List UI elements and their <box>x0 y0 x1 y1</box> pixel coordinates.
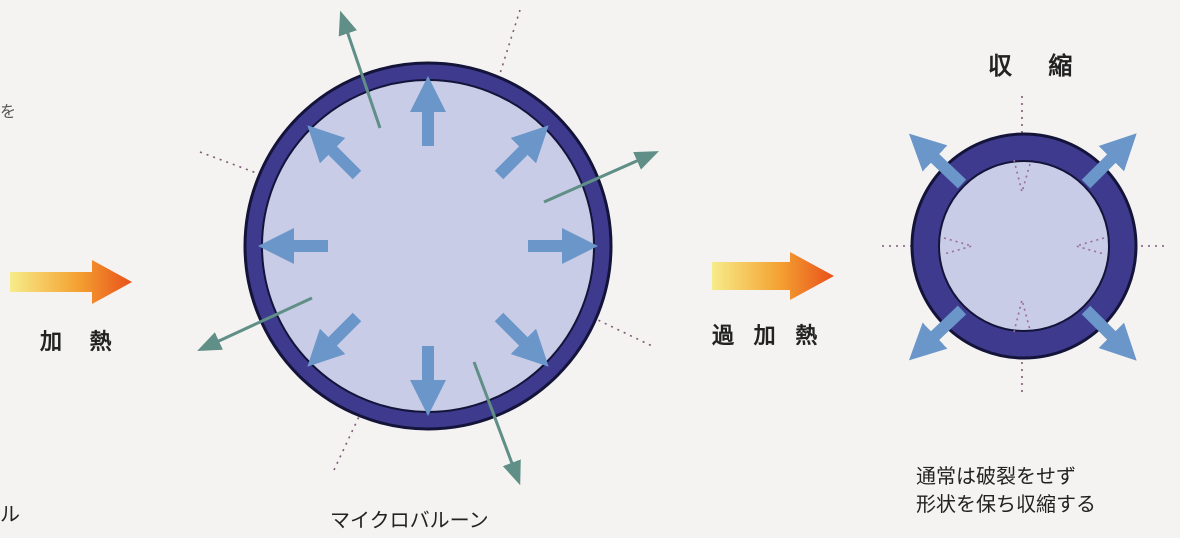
shrink-label: 収 縮 <box>988 52 1087 80</box>
large-balloon-dashed-lines <box>199 9 653 471</box>
shrink-note: 通常は破裂をせず 形状を保ち収縮する <box>916 462 1096 518</box>
small-balloon-arrows <box>908 133 1137 361</box>
shrink-note-line2: 形状を保ち収縮する <box>916 492 1096 516</box>
shrink-note-line1: 通常は破裂をせず <box>916 464 1076 488</box>
microballoon-small <box>910 132 1138 360</box>
overheating-arrow <box>712 252 834 300</box>
microballoon-caption: マイクロバルーン <box>330 508 489 532</box>
edge-text-fragment-top: を <box>0 102 17 121</box>
heating-label: 加 熱 <box>40 330 122 355</box>
heating-arrow <box>10 260 132 304</box>
edge-text-fragment: ル <box>0 502 20 526</box>
overheating-label: 過 加 熱 <box>712 324 824 349</box>
small-balloon-wedges <box>943 159 1105 333</box>
large-balloon-inner-arrows <box>258 76 598 416</box>
large-balloon-outer-arrows <box>197 10 659 486</box>
